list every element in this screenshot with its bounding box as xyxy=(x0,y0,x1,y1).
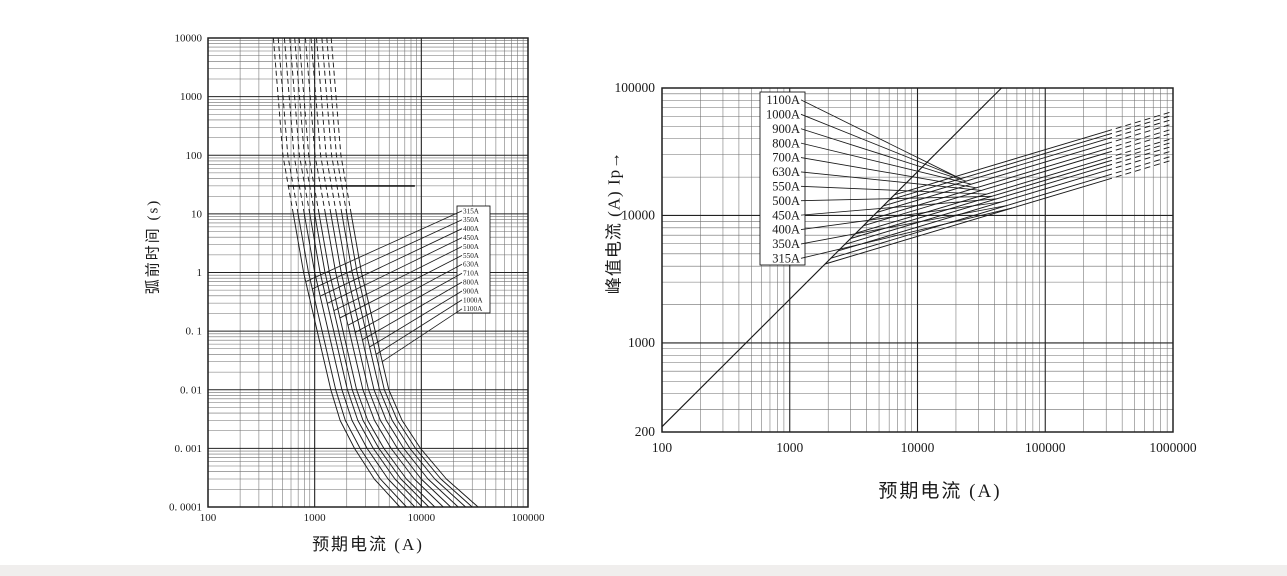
left-chart-y-axis-title: 弧前时间 (s) xyxy=(145,198,162,295)
tick-label: 1 xyxy=(197,267,203,279)
right-chart-grid xyxy=(661,87,1174,433)
tick-label: 0. 0001 xyxy=(169,502,202,514)
tick-label: 1100A xyxy=(463,305,483,313)
tick-label: 100000 xyxy=(615,80,656,95)
tick-label: 100 xyxy=(186,150,203,162)
tick-label: 10000 xyxy=(408,512,436,524)
right-chart-legend: 1100A1000A900A800A700A630A550A500A450A40… xyxy=(759,91,1013,266)
tick-label: 1100A xyxy=(766,93,800,107)
tick-label: 800A xyxy=(463,278,480,286)
tick-label: 900A xyxy=(463,287,480,295)
tick-label: 400A xyxy=(772,223,800,237)
tick-label: 0. 001 xyxy=(175,443,203,455)
tick-label: 1000000 xyxy=(1149,440,1197,455)
scan-edge-strip xyxy=(0,565,1287,576)
tick-label: 1000 xyxy=(776,440,803,455)
tick-label: 500A xyxy=(463,243,480,251)
tick-label: 1000 xyxy=(628,335,655,350)
tick-label: 315A xyxy=(463,207,480,215)
right-chart-prospective-peak-line xyxy=(661,87,1002,428)
tick-label: 350A xyxy=(463,216,480,224)
left-chart-legend: 315A350A400A450A500A550A630A710A800A900A… xyxy=(305,205,491,362)
tick-label: 1000A xyxy=(766,108,800,122)
left-chart-grid xyxy=(207,37,529,508)
tick-label: 1000 xyxy=(180,91,203,103)
tick-label: 100 xyxy=(652,440,673,455)
right-chart-x-axis-title: 预期电流 (A) xyxy=(878,481,1002,502)
tick-label: 350A xyxy=(772,237,800,251)
tick-label: 700A xyxy=(772,151,800,165)
tick-label: 450A xyxy=(463,234,480,242)
left-chart-x-axis-title: 预期电流 (A) xyxy=(312,535,424,554)
tick-label: 630A xyxy=(463,261,480,269)
tick-label: 10000 xyxy=(175,33,203,45)
tick-label: 400A xyxy=(463,225,480,233)
tick-label: 550A xyxy=(463,252,480,260)
tick-label: 315A xyxy=(772,252,800,266)
right-chart-curves xyxy=(824,110,1174,265)
tick-label: 900A xyxy=(772,122,800,136)
tick-label: 10 xyxy=(191,208,203,220)
tick-label: 630A xyxy=(772,165,800,179)
tick-label: 800A xyxy=(772,136,800,150)
tick-label: 200 xyxy=(635,424,656,439)
tick-label: 10000 xyxy=(901,440,935,455)
tick-label: 710A xyxy=(463,270,480,278)
tick-label: 1000 xyxy=(304,512,327,524)
left-chart-curves xyxy=(272,37,479,508)
tick-label: 100 xyxy=(200,512,217,524)
tick-label: 10000 xyxy=(621,207,655,222)
tick-label: 500A xyxy=(772,194,800,208)
tick-label: 0. 01 xyxy=(180,384,202,396)
tick-label: 0. 1 xyxy=(186,326,203,338)
tick-label: 100000 xyxy=(1025,440,1066,455)
tick-label: 100000 xyxy=(512,512,546,524)
tick-label: 550A xyxy=(772,180,800,194)
right-chart-y-axis-title: 峰值电流 (A) Ip→ xyxy=(604,150,624,295)
tick-label: 450A xyxy=(772,208,800,222)
tick-label: 1000A xyxy=(463,296,483,304)
